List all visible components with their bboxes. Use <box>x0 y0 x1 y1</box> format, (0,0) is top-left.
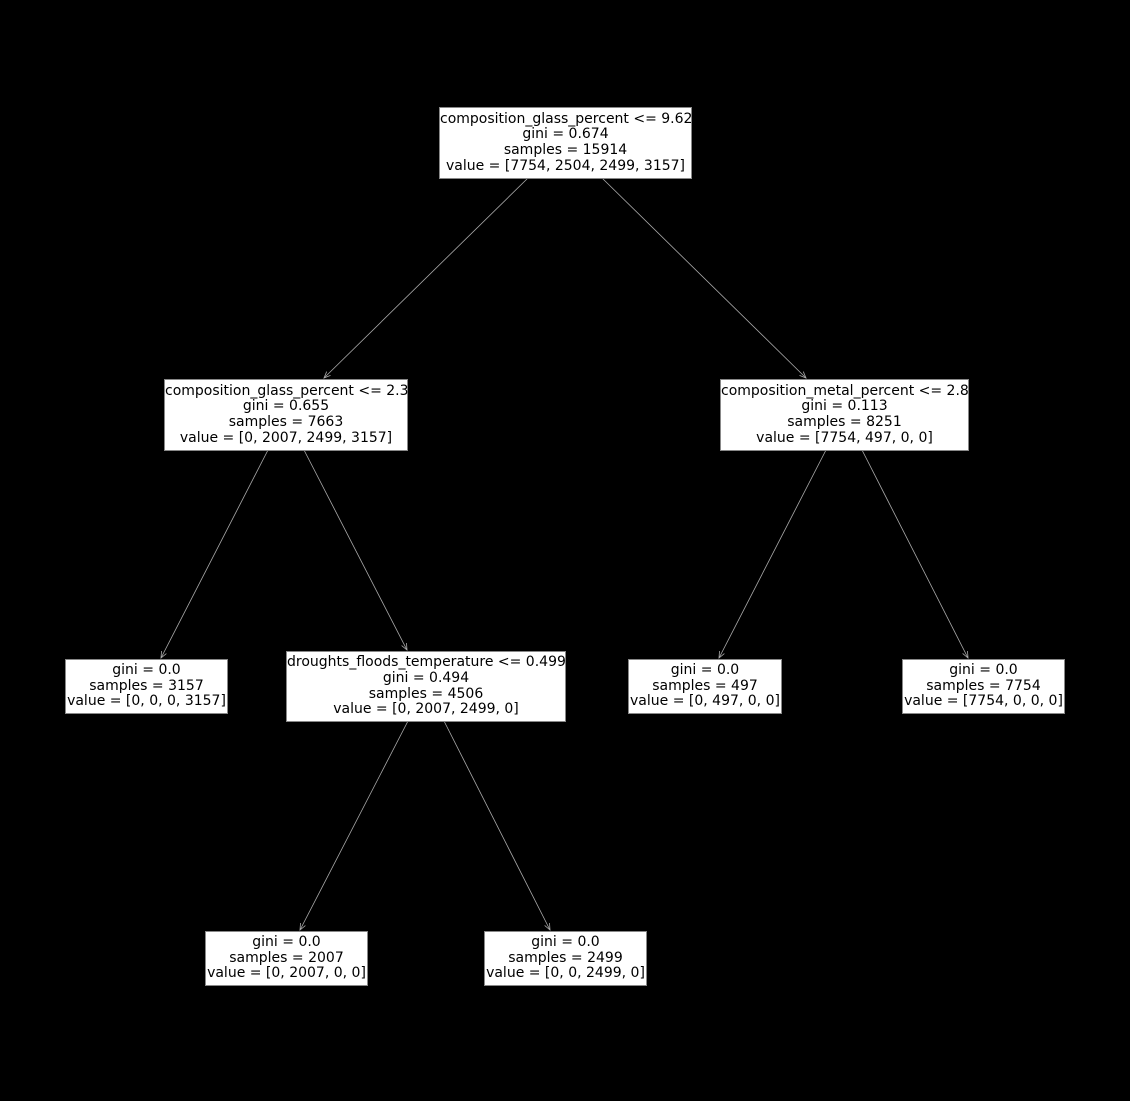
node-text-line: gini = 0.674 <box>522 126 609 143</box>
node-text-line: composition_metal_percent <= 2.8 <box>721 382 969 399</box>
node-text-line: samples = 2007 <box>229 949 344 966</box>
node-text-line: value = [0, 2007, 0, 0] <box>207 965 366 982</box>
arrowhead-icon <box>401 642 408 651</box>
node-text-line: value = [7754, 497, 0, 0] <box>756 429 933 446</box>
tree-edge-n4-n8 <box>443 720 551 931</box>
node-text-line: value = [7754, 2504, 2499, 3157] <box>445 157 685 174</box>
tree-edge-n1-n4 <box>303 449 408 651</box>
node-text-line: samples = 3157 <box>89 677 204 694</box>
node-text-line: gini = 0.113 <box>801 398 888 415</box>
tree-edge-n2-n5 <box>718 449 827 659</box>
node-text-line: gini = 0.0 <box>949 661 1018 678</box>
node-text-line: samples = 7663 <box>228 414 344 430</box>
arrowhead-icon <box>962 650 969 659</box>
node-text-line: samples = 8251 <box>787 414 902 430</box>
tree-edge-n1-n3 <box>160 449 269 659</box>
node-text-line: value = [0, 497, 0, 0] <box>630 693 780 710</box>
node-text-line: samples = 497 <box>652 677 758 694</box>
node-text-line: value = [0, 0, 0, 3157] <box>67 693 226 710</box>
node-text-line: samples = 2499 <box>508 949 623 966</box>
node-text-line: samples = 15914 <box>503 142 628 158</box>
node-text-line: composition_glass_percent <= 9.62 <box>440 110 693 127</box>
node-text-line: droughts_floods_temperature <= 0.499 <box>287 654 566 671</box>
node-text-line: samples = 4506 <box>368 685 484 702</box>
node-text-line: gini = 0.494 <box>382 669 470 686</box>
arrowhead-icon <box>160 650 167 659</box>
arrowhead-icon <box>323 371 331 379</box>
arrowhead-icon <box>544 922 551 931</box>
arrowhead-icon <box>799 371 807 379</box>
node-text-line: value = [0, 2007, 2499, 0] <box>333 701 519 718</box>
arrowhead-icon <box>718 650 725 659</box>
node-text-line: gini = 0.0 <box>531 933 600 950</box>
node-text-line: value = [0, 2007, 2499, 3157] <box>179 429 393 446</box>
node-text-line: samples = 7754 <box>926 677 1041 694</box>
node-text-line: gini = 0.0 <box>112 661 181 678</box>
tree-edge-root-n2 <box>601 177 807 379</box>
node-text-line: gini = 0.0 <box>252 933 321 950</box>
node-text-line: value = [0, 0, 2499, 0] <box>486 965 645 982</box>
node-text-line: value = [7754, 0, 0, 0] <box>904 693 1063 710</box>
node-text-line: composition_glass_percent <= 2.3 <box>165 382 409 399</box>
arrowhead-icon <box>299 922 306 931</box>
tree-edge-n2-n6 <box>861 449 969 659</box>
tree-edge-root-n1 <box>323 177 529 379</box>
node-text-line: gini = 0.0 <box>670 661 740 678</box>
tree-edge-n4-n7 <box>299 720 409 931</box>
node-text-line: gini = 0.655 <box>242 398 330 415</box>
